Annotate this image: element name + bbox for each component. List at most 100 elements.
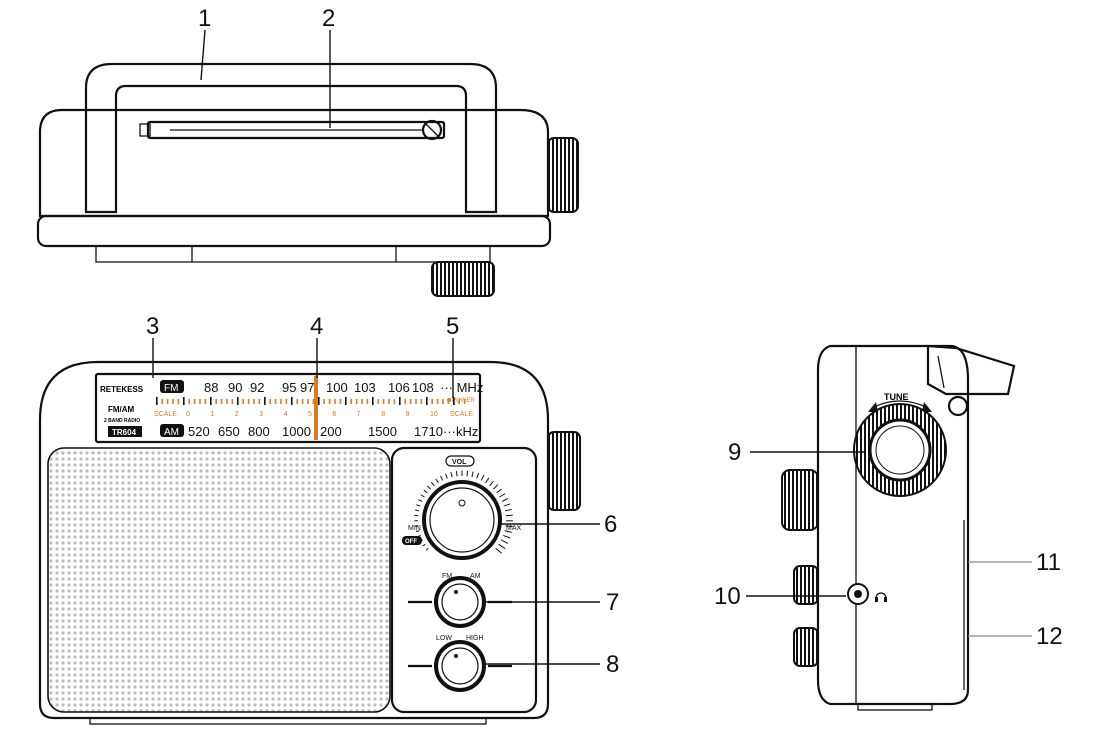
callout-5: 5 [446,313,459,340]
volume-tick [414,509,420,512]
volume-tick [440,475,444,481]
scale-tick-mark: 4 [284,411,288,418]
tone-high-label: HIGH [466,635,484,642]
scale-tick-mark: 9 [406,411,410,418]
scale-tick-mark: 5 [308,411,312,418]
dial-tick [366,399,369,404]
dial-tick [301,399,304,404]
volume-tick [495,547,503,554]
volume-tick [450,471,453,478]
dial-tick [328,399,331,404]
fm-unit: ··· MHz [440,380,483,395]
dial-tick [242,399,244,404]
tune-knob-front [547,431,581,511]
dial-tick [193,399,196,404]
dial-tick [280,399,282,404]
dial-tick [307,399,309,404]
am-badge: AM [164,427,179,438]
power-indicator-label: POWER [452,398,475,404]
dial-tick [463,399,466,404]
top-body [38,108,550,218]
dial-tick [156,397,158,405]
dial-tick [345,397,347,405]
fm-scale-mark: 90 [228,380,242,395]
dial-tick [269,399,271,404]
fm-scale-mark: 103 [354,380,376,395]
volume-tick [493,484,499,490]
dial-tick [355,399,358,404]
front-body [38,360,550,720]
dial-tick [172,399,174,404]
dial-tick [458,399,460,404]
vol-label: VOL [452,459,467,466]
volume-tick [415,530,420,532]
callout-11: 11 [1036,549,1061,576]
front-view: RETEKESS FM/AM 2 BAND RADIO TR604 FM 88 9… [38,360,581,725]
fm-badge: FM [164,383,178,394]
dial-tick [442,399,444,404]
vol-min-label: MIN [408,525,421,532]
volume-tick [418,499,423,502]
volume-tick [427,485,431,490]
fm-scale-mark: 106 [388,380,410,395]
fm-scale-mark: 92 [250,380,264,395]
fm-scale-mark: 88 [204,380,218,395]
am-scale-mark: 1710··· [414,424,456,439]
callout-7: 7 [606,589,619,616]
volume-tick [503,534,511,539]
callout-6: 6 [604,511,617,538]
tuning-pointer [314,376,318,440]
callout-8: 8 [606,651,619,678]
brand-logo: RETEKESS [100,385,144,394]
volume-knob-side [781,469,819,531]
dial-tick [166,399,169,404]
dial-tick-strip [156,397,466,405]
dial-tick [323,399,325,404]
callout-9: 9 [728,439,741,466]
dial-tick [253,399,255,404]
dial-tick [204,399,207,404]
dial-tick [183,397,185,405]
am-scale-mark: 650 [218,424,240,439]
dial-tick [393,399,396,404]
model-line1: FM/AM [108,405,135,414]
dial-tick [420,399,423,404]
volume-tick [416,504,421,507]
volume-tick [435,478,439,484]
dial-tick [215,399,217,404]
volume-tick [455,470,458,477]
dial-tick [296,399,298,404]
dial-tick [447,399,450,404]
model-line2: 2 BAND RADIO [104,418,140,424]
top-view [36,62,579,297]
side-view: TUNE [781,344,1016,711]
am-scale-mark: 200 [320,424,342,439]
volume-tick [485,477,490,484]
dial-tick [291,397,293,405]
dial-tick [436,399,439,404]
dial-tick [409,399,412,404]
am-unit: kHz [456,424,478,439]
scale-tick-mark: 3 [259,411,263,418]
dial-tick [210,397,212,405]
dial-tick [226,399,228,404]
volume-tick [425,547,429,551]
scale-tick-mark: 1 [210,411,214,418]
am-scale-mark: 1500 [368,424,397,439]
volume-tick [445,473,448,479]
volume-tick [423,489,428,494]
dial-tick [312,399,315,404]
dial-tick [188,399,190,404]
dial-tick [274,399,277,404]
dial-tick [382,399,385,404]
model-code: TR604 [112,428,137,437]
tune-label: TUNE [884,392,909,402]
volume-tick [504,530,512,533]
volume-tick [480,474,485,481]
scale-tick-mark: 0 [186,411,190,418]
volume-tick [505,514,513,517]
callout-10: 10 [714,583,741,610]
dial-tick [161,399,163,404]
